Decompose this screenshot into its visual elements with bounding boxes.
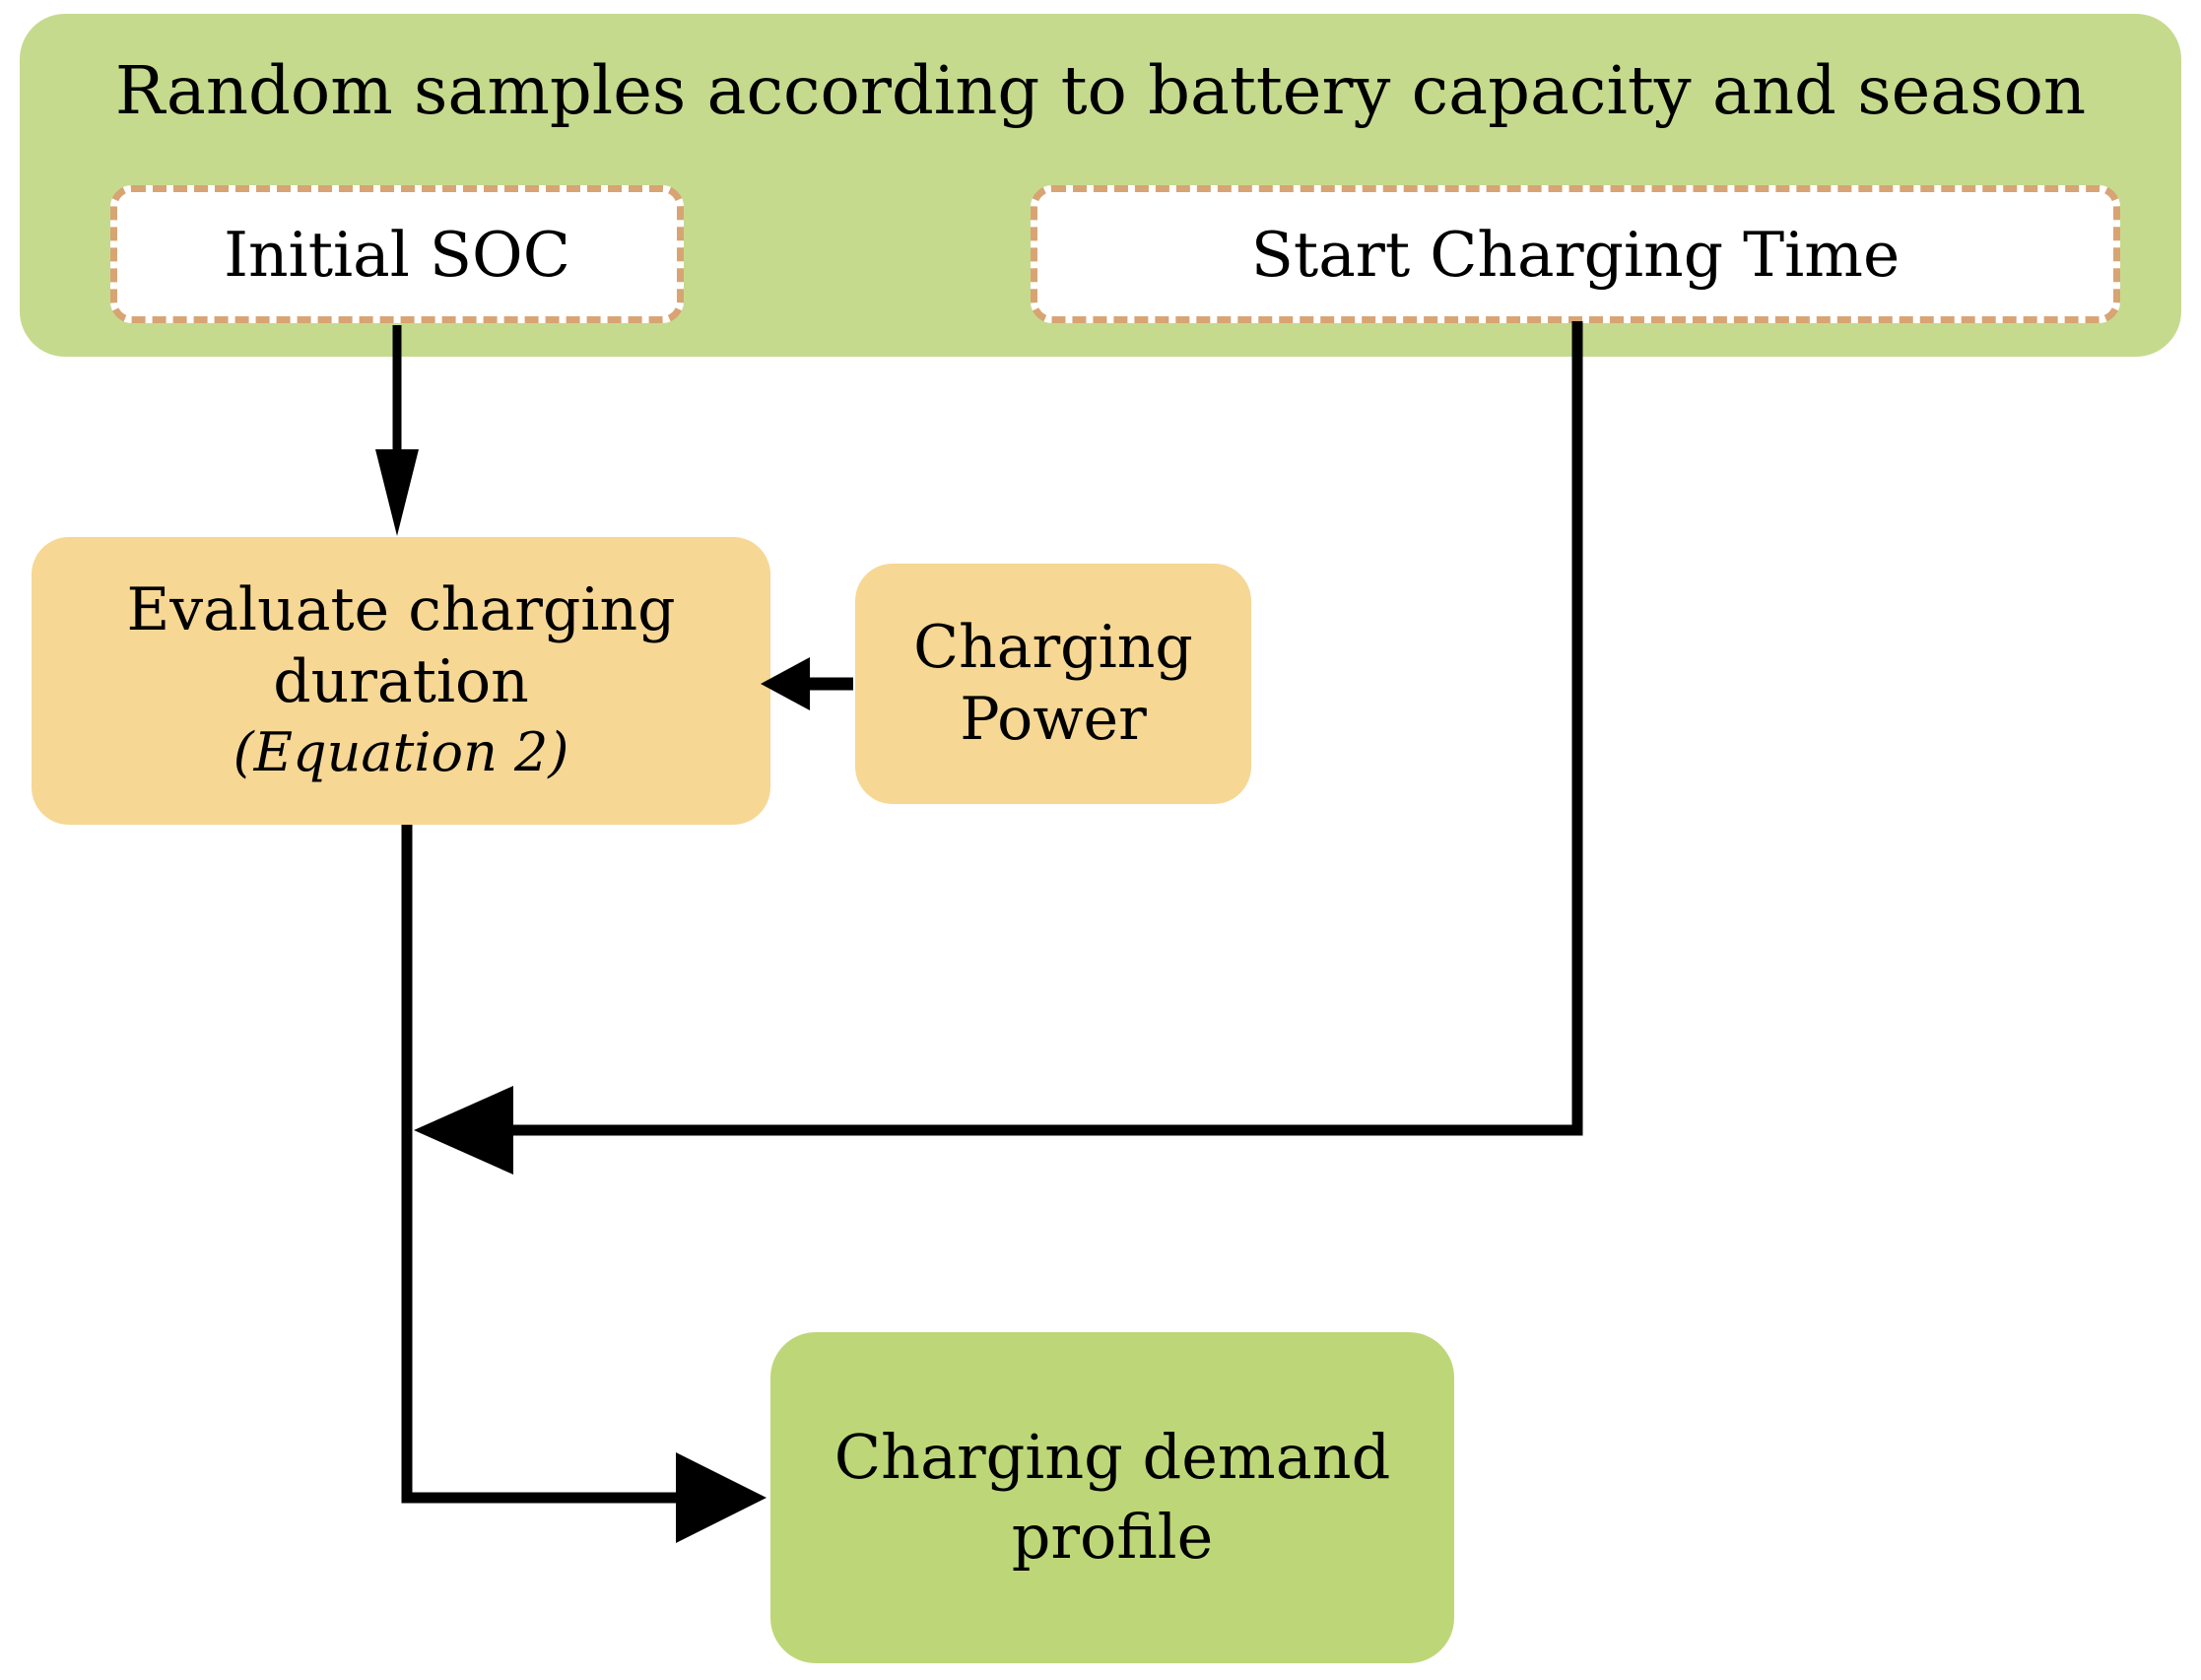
header-title: Random samples according to battery capa…: [114, 52, 2087, 129]
edge-evaluate-to-demand-profile: [401, 825, 767, 1543]
arrowhead-down-icon: [375, 449, 419, 536]
evaluate-label-line2: duration: [273, 646, 529, 716]
edge-initial-soc-to-evaluate: [375, 325, 419, 536]
demand-profile-label-line2: profile: [1011, 1501, 1214, 1573]
demand-profile-label-line1: Charging demand: [834, 1421, 1391, 1494]
node-evaluate-charging-duration: Evaluate charging duration (Equation 2): [32, 537, 770, 825]
charging-power-label-line1: Charging: [913, 612, 1193, 682]
edge-charging-power-to-evaluate: [761, 657, 853, 710]
start-charging-time-label: Start Charging Time: [1250, 218, 1901, 291]
node-start-charging-time: Start Charging Time: [1031, 185, 2120, 323]
node-charging-power: Charging Power: [855, 564, 1251, 804]
arrowhead-left-icon: [414, 1086, 513, 1175]
node-charging-demand-profile: Charging demand profile: [770, 1332, 1454, 1663]
equation-2-note: (Equation 2): [233, 721, 569, 784]
arrowhead-right-icon: [676, 1452, 767, 1543]
initial-soc-label: Initial SOC: [224, 218, 570, 291]
evaluate-label-line1: Evaluate charging: [126, 574, 676, 644]
charging-power-label-line2: Power: [960, 685, 1147, 754]
node-initial-soc: Initial SOC: [110, 185, 684, 323]
